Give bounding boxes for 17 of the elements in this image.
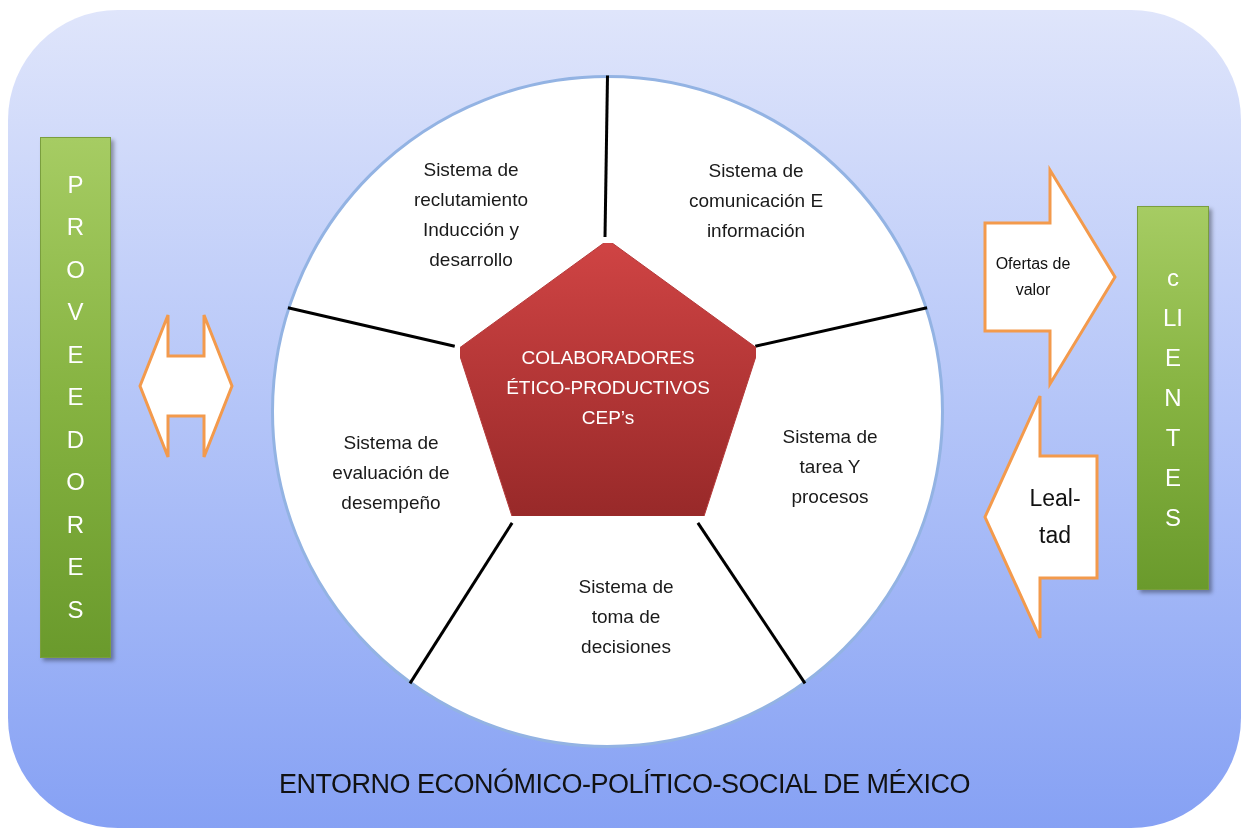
sector-label: Sistema de toma de decisiones (577, 575, 675, 659)
vertical-bar (1137, 206, 1209, 590)
edge-label: Leal-tad (1028, 484, 1082, 550)
vertical-label: cLIENTES (1162, 263, 1184, 533)
vertical-bar (40, 137, 111, 658)
vertical-label: PROVEEDORES (65, 169, 86, 625)
sector-label: Sistema de comunicación E información (687, 159, 825, 243)
sector-label: Sistema de reclutamiento Inducción y desarrollo (412, 158, 530, 272)
block-arrow (983, 164, 1117, 390)
block-arrow (138, 313, 234, 459)
caption: ENTORNO ECONÓMICO-POLÍTICO-SOCIAL DE MÉXICO (277, 767, 972, 801)
block-arrow (983, 394, 1099, 640)
center-label: COLABORADORES ÉTICO-PRODUCTIVOS CEP’s (505, 346, 711, 430)
sector-label: Sistema de tarea Y procesos (781, 425, 879, 509)
edge-label: Ofertas de valor (994, 254, 1072, 300)
sector-label: Sistema de evaluación de desempeño (331, 431, 451, 515)
environment-panel (8, 10, 1241, 828)
